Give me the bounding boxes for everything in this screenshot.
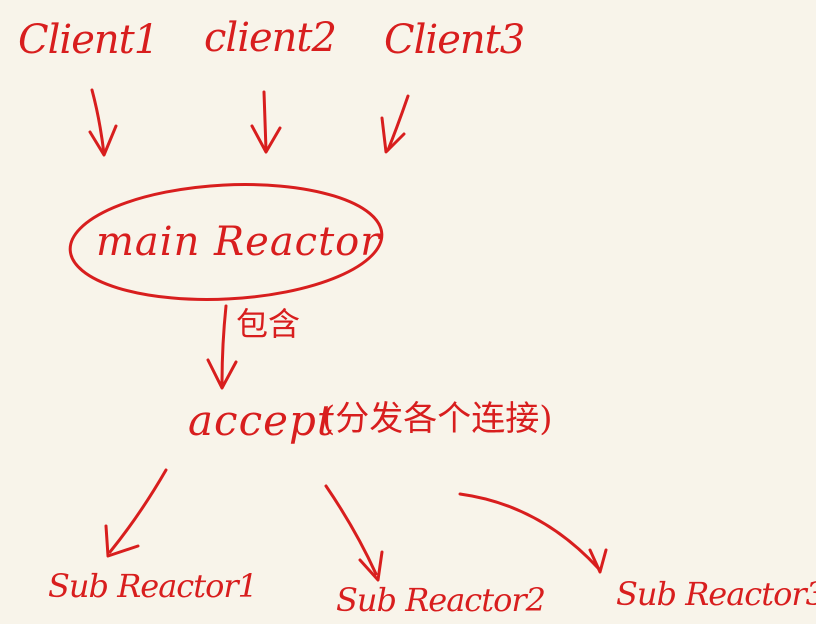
main-reactor-ellipse xyxy=(68,182,384,302)
dispatch-label: (分发各个连接) xyxy=(322,399,553,439)
client3-label: Client3 xyxy=(384,17,525,63)
arrow-client1-to-main xyxy=(88,88,118,157)
client1-label: Client1 xyxy=(18,17,159,63)
contains-label: 包含 xyxy=(236,305,301,343)
arrow-client3-to-main xyxy=(380,94,410,154)
arrow-main-to-accept xyxy=(206,304,238,390)
arrow-accept-to-sub1 xyxy=(104,468,168,558)
arrow-client2-to-main xyxy=(250,90,282,154)
accept-label: accept xyxy=(188,396,335,445)
arrow-accept-to-sub2 xyxy=(324,484,384,582)
main-reactor-label: main Reactor xyxy=(96,219,381,265)
arrow-accept-to-sub3 xyxy=(458,492,608,574)
sub-reactor2-label: Sub Reactor2 xyxy=(336,581,546,619)
sub-reactor1-label: Sub Reactor1 xyxy=(48,567,258,605)
client2-label: client2 xyxy=(204,15,337,61)
sub-reactor3-label: Sub Reactor3 xyxy=(616,575,816,613)
